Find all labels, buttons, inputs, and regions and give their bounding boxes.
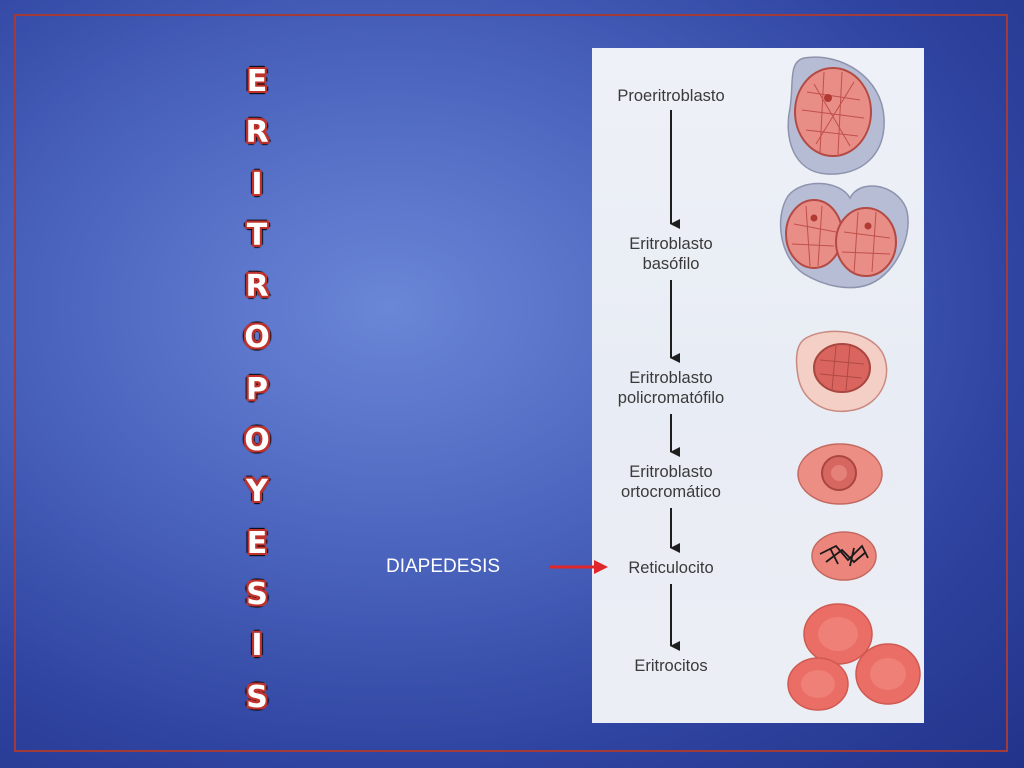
eritroblasto-basofilo-cells — [779, 182, 909, 289]
title-letter: R — [245, 269, 269, 305]
stage-sublabel: basófilo — [642, 255, 700, 273]
title-letter: S — [246, 576, 268, 612]
title-letter: E — [246, 64, 268, 99]
slide-frame — [14, 14, 1008, 752]
diapedesis-label: DIAPEDESIS — [386, 556, 501, 577]
title-letter: O — [244, 320, 270, 356]
stage-eritroblasto-policromatofilo: Eritroblasto policromatófilo — [592, 368, 750, 408]
stage-eritroblasto-basofilo: Eritroblasto basófilo — [592, 234, 750, 274]
stage-label: Eritroblasto — [629, 235, 713, 253]
stage-sublabel: ortocromático — [621, 483, 721, 501]
title-letter: I — [251, 166, 263, 202]
eritroblasto-policromatofilo-cell — [795, 330, 888, 412]
title-letter: E — [246, 525, 268, 561]
title-letter: R — [245, 115, 269, 151]
eritrocitos-cells — [787, 603, 921, 711]
stage-reticulocito: Reticulocito — [592, 558, 750, 578]
title-letter: S — [246, 679, 268, 715]
title-letter: Y — [246, 474, 268, 510]
diagram-panel: Proeritroblasto Eritroblasto basófilo Er… — [592, 48, 924, 723]
title-letter: I — [251, 628, 263, 664]
proeritroblasto-cell — [787, 56, 885, 175]
stage-sublabel: policromatófilo — [617, 389, 725, 407]
stage-eritroblasto-ortocromatico: Eritroblasto ortocromático — [592, 462, 750, 502]
title-letter: O — [244, 423, 270, 459]
stage-label: Eritroblasto — [629, 369, 713, 387]
stage-proeritroblasto: Proeritroblasto — [592, 86, 750, 106]
stage-eritrocitos: Eritrocitos — [592, 656, 750, 676]
title-letter: T — [246, 217, 268, 253]
stage-label: Proeritroblasto — [617, 87, 725, 105]
eritroblasto-ortocromatico-cell — [797, 443, 883, 505]
stage-label: Reticulocito — [628, 559, 714, 577]
stage-label: Eritroblasto — [629, 463, 713, 481]
stage-label: Eritrocitos — [634, 657, 708, 675]
title-letter: P — [246, 371, 268, 407]
diagram-graphics — [670, 56, 921, 711]
reticulocito-cell — [811, 531, 877, 581]
